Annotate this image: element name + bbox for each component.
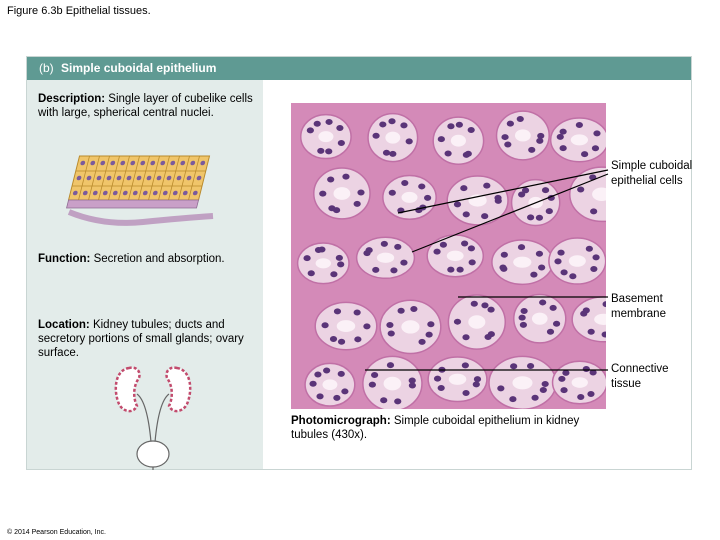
photomicrograph — [291, 103, 606, 409]
location-block: Location: Kidney tubules; ducts and secr… — [38, 318, 263, 360]
description-text: Single layer of cubelike cells with larg… — [38, 93, 253, 119]
panel-tag: (b) — [39, 61, 54, 75]
leader-line-cells-2 — [411, 173, 609, 253]
caption-lead: Photomicrograph: — [291, 415, 391, 427]
label-basement-membrane: Basement membrane — [611, 293, 666, 320]
panel-header: (b) Simple cuboidal epithelium — [27, 57, 691, 80]
copyright-notice: © 2014 Pearson Education, Inc. — [7, 529, 106, 536]
figure-title: Figure 6.3b Epithelial tissues. — [7, 5, 151, 17]
function-block: Function: Secretion and absorption. — [38, 252, 263, 266]
label-connective-tissue: Connective tissue — [611, 363, 669, 390]
cuboidal-cells-illustration — [66, 155, 214, 226]
kidney-diagram — [114, 366, 192, 470]
description-lead: Description: — [38, 93, 106, 105]
function-lead: Function: — [38, 253, 91, 265]
leader-line-cells-1 — [397, 169, 609, 214]
photomicrograph-caption: Photomicrograph: Simple cuboidal epithel… — [291, 414, 591, 442]
location-lead: Location: — [38, 319, 90, 331]
description-block: Description: Single layer of cubelike ce… — [38, 92, 263, 120]
label-simple-cuboidal-cells: Simple cuboidal epithelial cells — [611, 160, 693, 187]
panel-title: Simple cuboidal epithelium — [61, 61, 217, 75]
info-column: Description: Single layer of cubelike ce… — [27, 80, 263, 470]
location-text: Kidney tubules; ducts and secretory port… — [38, 319, 244, 359]
caption-text: Simple cuboidal epithelium in kidney tub… — [291, 415, 580, 441]
function-text: Secretion and absorption. — [90, 253, 225, 265]
